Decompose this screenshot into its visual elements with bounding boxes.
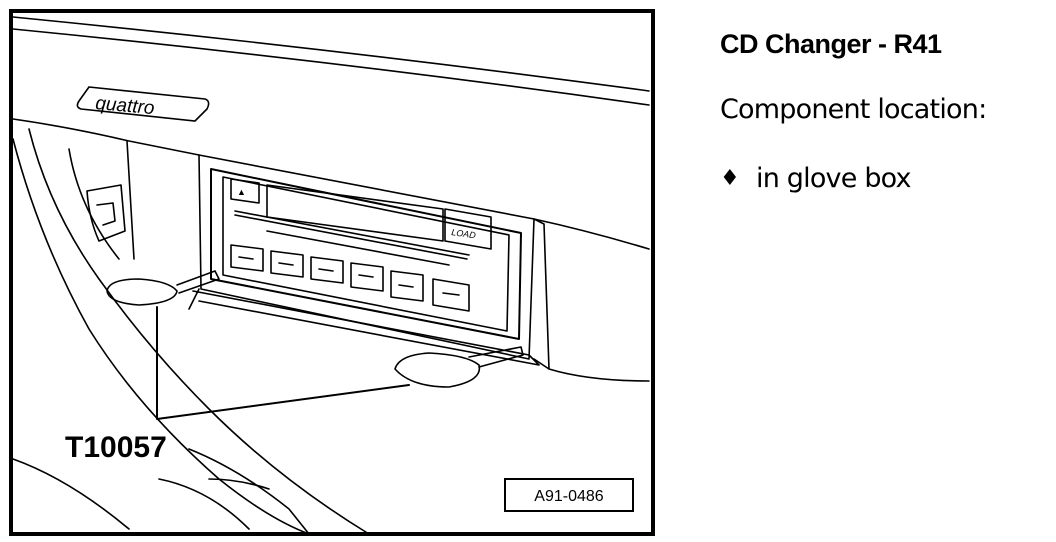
diamond-bullet-icon: ♦	[720, 165, 740, 191]
component-location-label: Component location:	[720, 94, 987, 126]
bullet-item: ♦ in glove box	[720, 163, 1050, 195]
description-panel: CD Changer - R41 Component location: ♦ i…	[720, 28, 1050, 195]
bullet-item-text: in glove box	[756, 162, 912, 194]
load-button-label: LOAD	[451, 227, 477, 240]
figure-id-label: A91-0486	[534, 488, 603, 505]
figure-id-box	[504, 478, 634, 512]
quattro-badge: quattro	[76, 86, 210, 122]
component-illustration: quattro ▲ LOAD T10057 A91-0486	[9, 9, 655, 536]
dashboard-linework	[12, 16, 650, 535]
tool-callout-label: T10057	[65, 431, 167, 464]
eject-icon: ▲	[237, 187, 246, 197]
component-heading: CD Changer - R41	[720, 29, 942, 59]
quattro-logo-text: quattro	[95, 93, 156, 119]
